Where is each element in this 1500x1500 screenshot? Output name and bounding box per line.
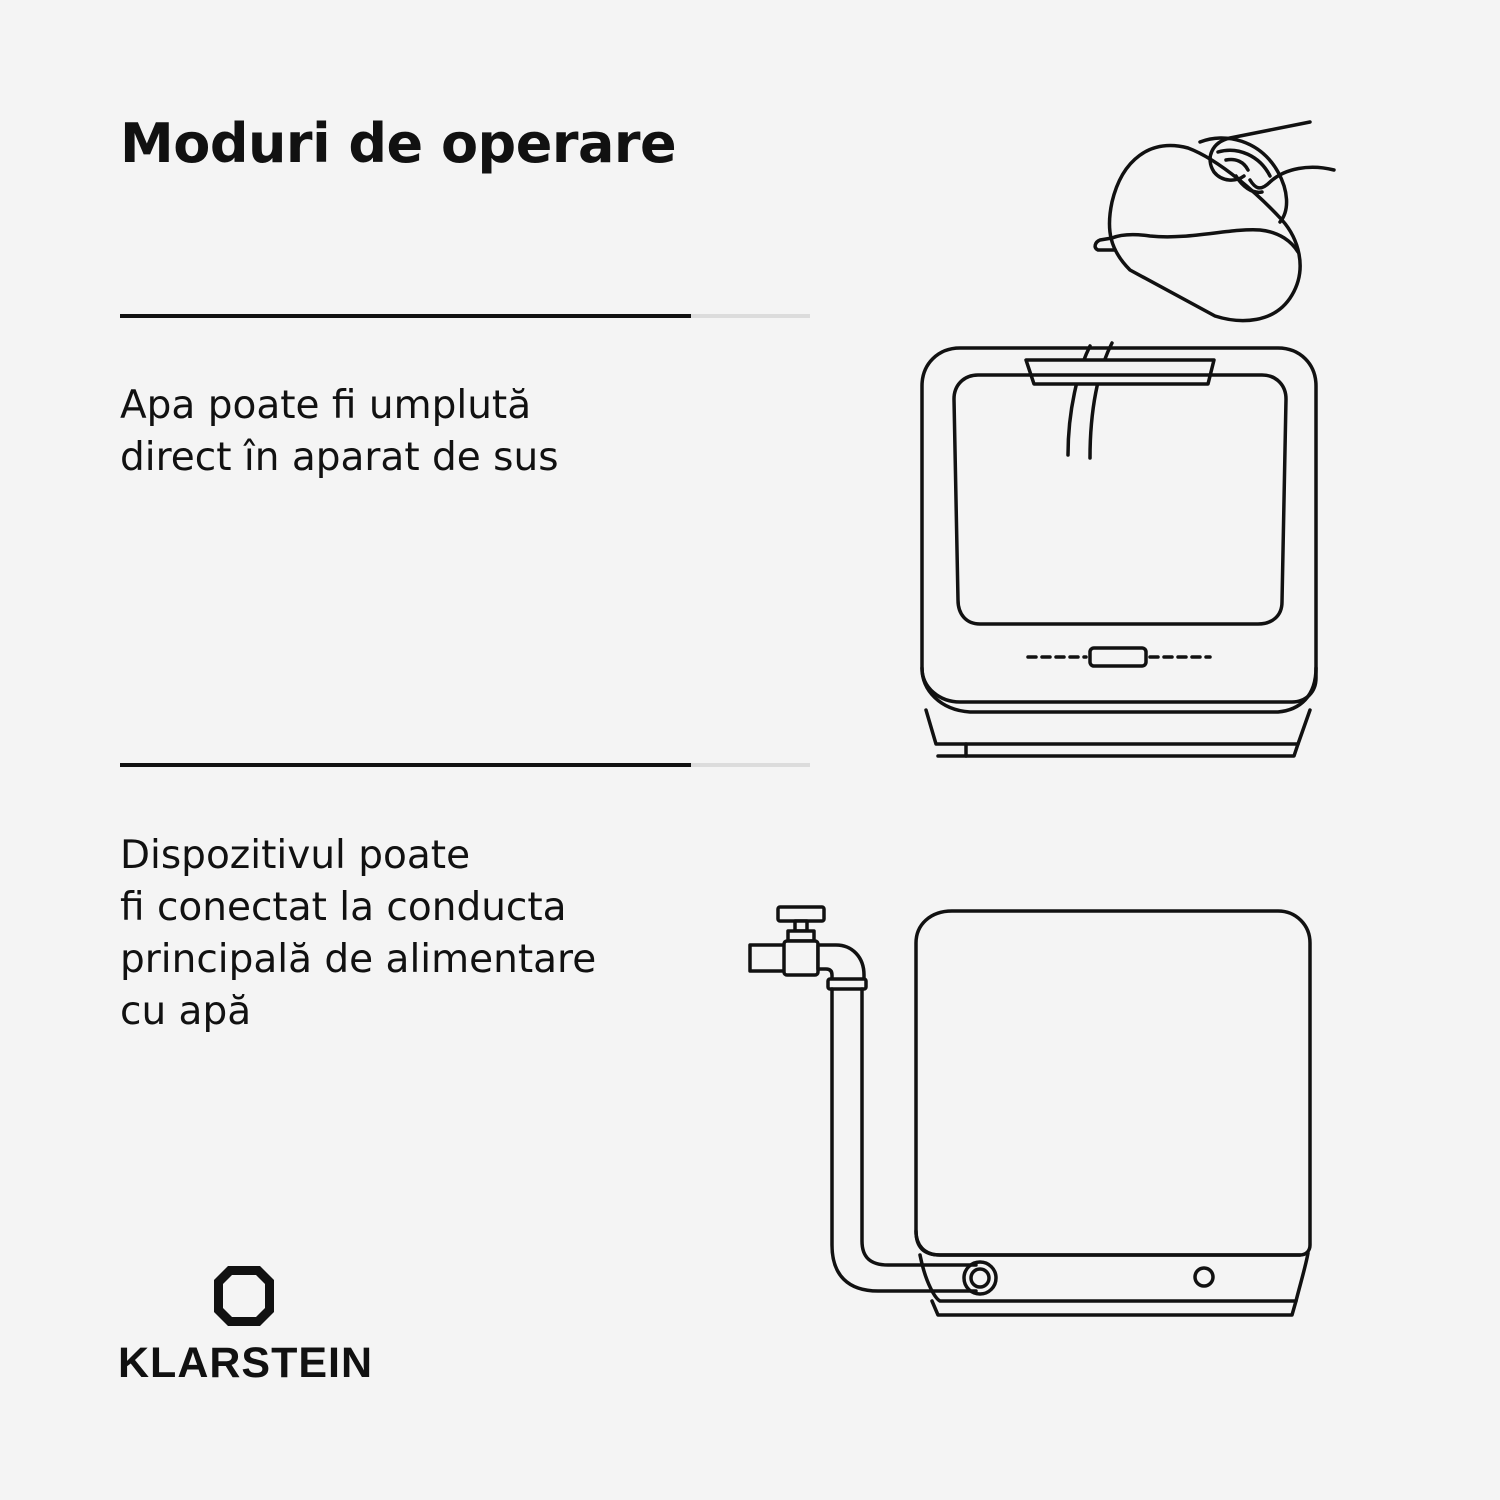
divider-fill: [120, 314, 691, 318]
progress-divider-2: [120, 763, 810, 767]
page-title: Moduri de operare: [120, 112, 677, 175]
progress-divider-1: [120, 314, 810, 318]
divider-fill: [120, 763, 691, 767]
water-jug-icon: [1093, 136, 1302, 323]
dishwasher-mains-illustration: [748, 905, 1312, 1317]
indicator-icon: [1193, 1266, 1215, 1288]
control-button-icon: [1088, 646, 1148, 668]
water-hose-icon: [826, 977, 998, 1296]
dishwasher-icon: [914, 909, 1312, 1317]
klarstein-logo-icon: [214, 1266, 274, 1326]
description-mains-connection: Dispozitivul poate fi conectat la conduc…: [120, 833, 597, 1034]
dishwasher-top-fill-illustration: [920, 120, 1336, 758]
top-fill-lid-icon: [1024, 358, 1216, 386]
water-stream-icon: [1066, 344, 1092, 457]
water-inlet-icon: [969, 1267, 991, 1289]
description-top-fill: Apa poate fi umplută direct în aparat de…: [120, 383, 559, 480]
brand-name: KLARSTEIN: [118, 1339, 374, 1387]
water-tap-icon: [748, 905, 866, 983]
hand-icon: [1208, 120, 1336, 195]
dishwasher-icon: [920, 346, 1318, 758]
brand-logo: KLARSTEIN: [118, 1262, 388, 1392]
